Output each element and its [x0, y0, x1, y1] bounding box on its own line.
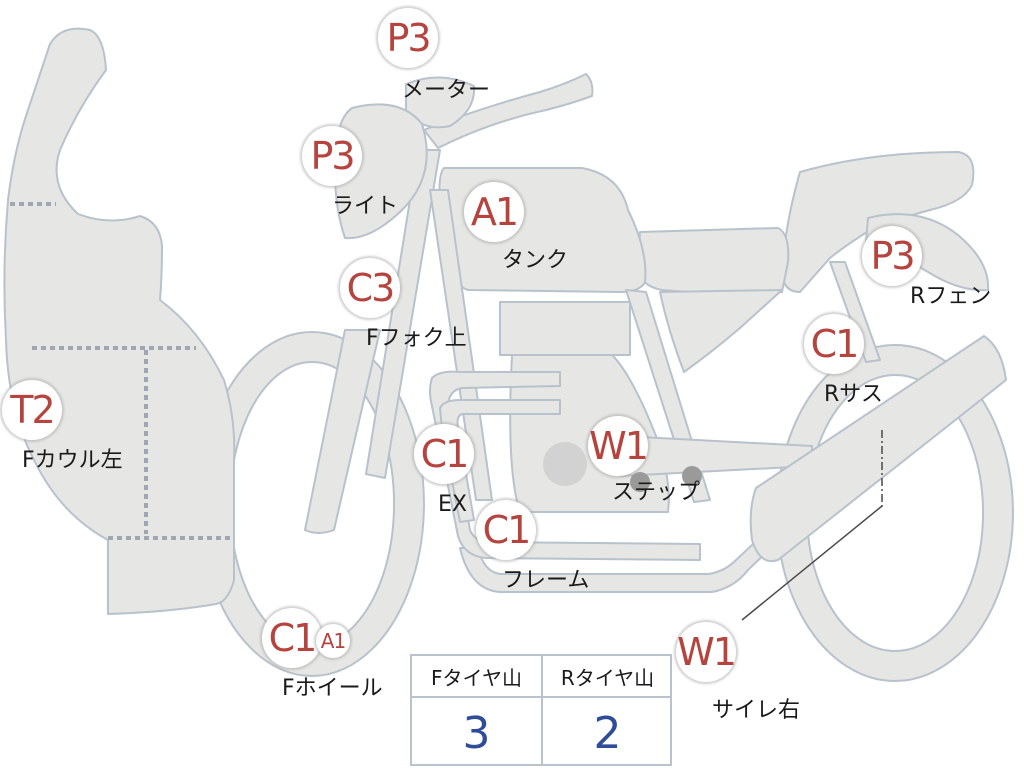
- rear-fender-grade: P3: [870, 234, 915, 278]
- front-cowl: [3, 27, 236, 615]
- front-fork-lower: [304, 329, 381, 534]
- rear-tire-tread-value: 2: [593, 707, 622, 759]
- muffler-leader-line: [741, 505, 883, 621]
- light-label: ライト: [332, 194, 399, 219]
- muffler-right-grade: W1: [677, 630, 737, 674]
- meter-grade: P3: [386, 16, 431, 60]
- exhaust-grade-badge: C1: [414, 424, 474, 484]
- exhaust-pipe: [429, 370, 701, 561]
- front-cowl-left-grade-badge: T2: [2, 380, 62, 440]
- frame-grade-badge: C1: [476, 500, 536, 560]
- tire-tread-table: Fタイヤ山 Rタイヤ山 3 2: [410, 654, 672, 766]
- rear-suspension-grade-badge: C1: [804, 314, 864, 374]
- tank-label: タンク: [502, 248, 569, 273]
- handlebar: [423, 73, 594, 149]
- step-grade-badge: W1: [588, 416, 649, 476]
- rear-fender-grade-badge: P3: [862, 226, 922, 286]
- side-cover: [659, 289, 783, 373]
- front-wheel-grade: C1: [268, 616, 318, 660]
- front-cowl-left-label: Fカウル左: [22, 448, 123, 473]
- front-wheel-grade-badge: C1: [262, 608, 322, 668]
- table-column-divider: [541, 656, 543, 764]
- rear-fender-label: Rフェン: [910, 284, 992, 309]
- muffler: [749, 335, 1007, 562]
- muffler-right-grade-badge: W1: [676, 622, 737, 682]
- rear-tire-tread-header: Rタイヤ山: [560, 665, 655, 690]
- engine-cover-circle: [543, 442, 587, 486]
- frame-label: フレーム: [502, 568, 590, 593]
- fork-upper-grade-badge: C3: [340, 258, 400, 318]
- front-cowl-left-grade: T2: [10, 388, 55, 432]
- step-peg-2: [682, 466, 702, 486]
- front-wheel-label: Fホイール: [282, 676, 383, 701]
- front-wheel-grade2: A1: [320, 629, 346, 653]
- rear-suspension-grade: C1: [810, 322, 860, 366]
- tank-grade-badge: A1: [464, 182, 524, 242]
- tank-grade: A1: [470, 190, 519, 234]
- step-label: ステップ: [612, 480, 701, 505]
- front-fork: [365, 149, 441, 479]
- meter-grade-badge: P3: [378, 8, 438, 68]
- frame-upper: [429, 189, 493, 501]
- engine-head: [499, 301, 631, 356]
- step-grade: W1: [589, 424, 649, 468]
- frame-grade: C1: [482, 508, 532, 552]
- front-tire-tread-header: Fタイヤ山: [431, 665, 522, 690]
- exhaust-grade: C1: [420, 432, 470, 476]
- light-grade-badge: P3: [302, 126, 362, 186]
- light-grade: P3: [310, 134, 355, 178]
- step-peg-1: [630, 472, 650, 492]
- rear-suspension-label: Rサス: [824, 382, 883, 407]
- meter-label: メーター: [402, 78, 491, 103]
- front-tire-tread-value: 3: [462, 707, 491, 759]
- rear-wheel: [776, 344, 1014, 682]
- exhaust-label: EX: [438, 492, 467, 517]
- front-wheel-grade2-badge: A1: [316, 624, 350, 658]
- fork-upper-label: Fフォク上: [366, 326, 467, 351]
- fork-upper-grade: C3: [346, 266, 396, 310]
- seat-front: [637, 227, 790, 297]
- muffler-right-label: サイレ右: [712, 698, 801, 723]
